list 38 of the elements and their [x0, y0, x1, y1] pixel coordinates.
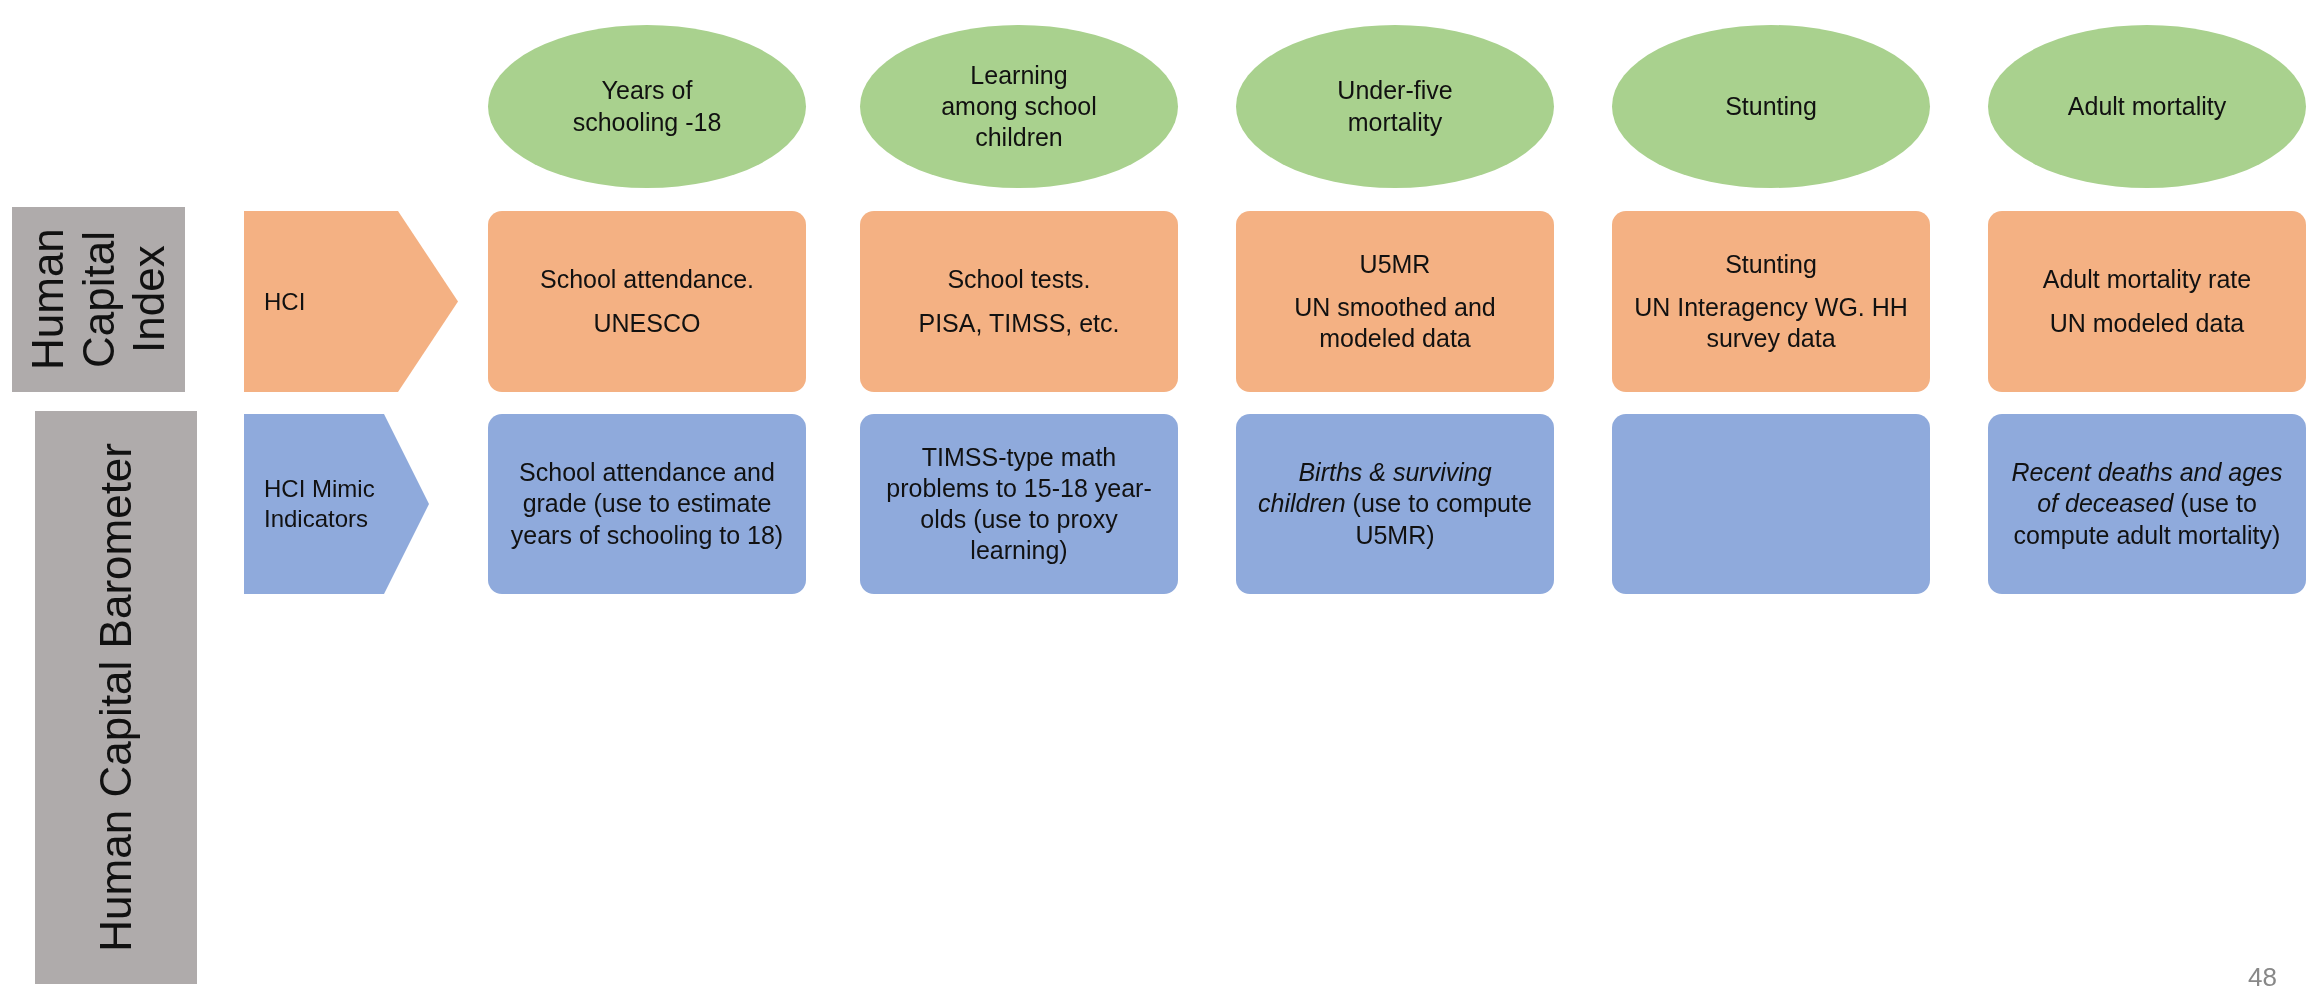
indicator-box [1988, 414, 2306, 594]
data-source-box [1612, 211, 1930, 392]
data-source-box [1236, 211, 1554, 392]
node-text: Births & surviving children (use to compute U5MR) [1258, 457, 1532, 551]
node-text: School attendance and grade (use to estimate years of schooling to 18) [510, 457, 784, 551]
indicator-box [1612, 414, 1930, 594]
node-text: UN Interagency WG. HH survey data [1634, 291, 1908, 355]
node-text: Under-five mortality [1336, 75, 1454, 138]
data-source-box [488, 211, 806, 392]
index-label-panel [35, 411, 197, 984]
node-text: HCI Mimic Indicators [263, 474, 376, 534]
node-text: Stunting [1725, 248, 1817, 280]
node-text: Recent deaths and ages of deceased (use to compute adult mortality) [2010, 457, 2284, 551]
indicator-box [488, 414, 806, 594]
page-number: 48 [2248, 962, 2277, 993]
index-label-panel [12, 207, 185, 392]
node-text: Adult mortality [2067, 90, 2227, 122]
node-text: School tests. [947, 264, 1091, 296]
node-text: PISA, TIMSS, etc. [918, 307, 1120, 339]
node-text: UN modeled data [2049, 307, 2245, 339]
node-text: School attendance. [539, 264, 755, 296]
node-text: TIMSS-type math problems to 15-18 year-olds (use to proxy learning) [885, 441, 1153, 567]
pentagon-label-box [244, 414, 429, 594]
row-title: Human Capital Index [22, 227, 174, 373]
data-source-box [1988, 211, 2306, 392]
node-text: Learning among school children [940, 59, 1098, 154]
node-text: HCI [263, 286, 306, 317]
node-text: Stunting [1725, 90, 1817, 122]
node-text: Adult mortality rate [2042, 264, 2252, 296]
data-source-box [860, 211, 1178, 392]
indicator-box [860, 414, 1178, 594]
node-text: U5MR [1359, 248, 1431, 280]
node-text: Years of schooling -18 [571, 75, 723, 138]
indicator-box [1236, 414, 1554, 594]
pentagon-label-box [244, 211, 458, 392]
node-text: UNESCO [593, 307, 701, 339]
row-title: Human Capital Barometer [90, 443, 141, 952]
node-text: UN smoothed and modeled data [1293, 291, 1497, 355]
